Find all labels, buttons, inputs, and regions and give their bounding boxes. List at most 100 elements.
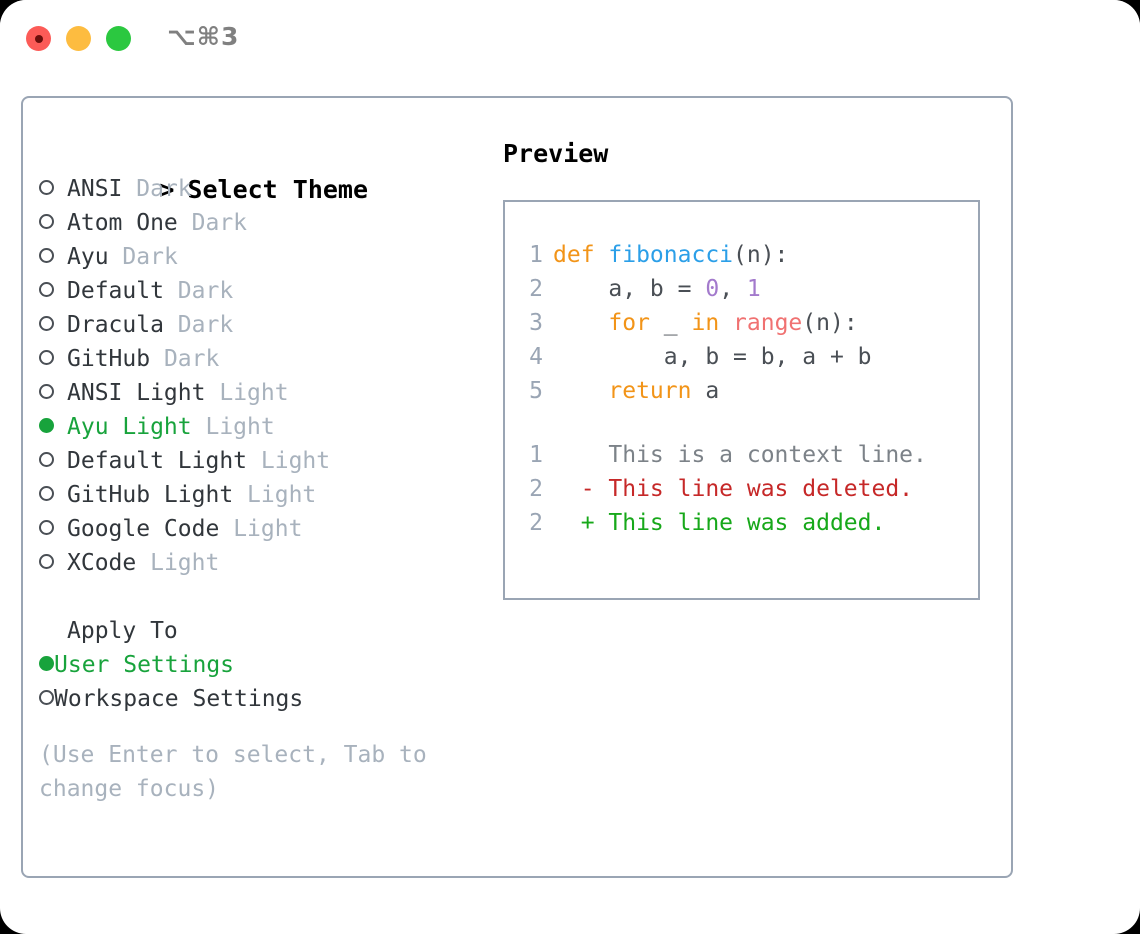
radio-unselected-icon — [39, 172, 67, 206]
code-token: a, b = — [553, 276, 706, 302]
theme-mode-label: Light — [205, 414, 275, 440]
theme-name-label: Dracula — [67, 312, 164, 338]
radio-unselected-icon — [39, 342, 67, 376]
theme-list-item[interactable]: Ayu Dark — [39, 240, 479, 274]
diff-sign: - — [553, 476, 609, 502]
radio-dot-icon — [39, 282, 54, 297]
radio-dot-icon — [39, 316, 54, 331]
theme-name-label: Default — [67, 278, 164, 304]
radio-unselected-icon — [39, 546, 67, 580]
theme-mode-label: Light — [247, 482, 317, 508]
theme-mode-label: Dark — [177, 278, 234, 304]
minimize-button-icon[interactable] — [66, 26, 91, 51]
code-line-number: 3 — [529, 310, 543, 336]
diff-line-number: 2 — [529, 510, 543, 536]
theme-name-label: GitHub — [67, 346, 151, 372]
theme-mode-label: Light — [233, 516, 303, 542]
radio-dot-icon — [39, 180, 54, 195]
code-line: 4 a, b = b, a + b — [517, 340, 972, 374]
code-token: def — [553, 242, 609, 268]
code-token: fibonacci — [608, 242, 734, 268]
radio-unselected-icon — [39, 376, 67, 410]
radio-selected-icon — [39, 410, 67, 444]
theme-mode-label: Light — [219, 380, 289, 406]
theme-mode-label: Dark — [163, 346, 220, 372]
theme-mode-label: Dark — [122, 244, 178, 270]
code-token: _ — [663, 310, 692, 336]
theme-list-item[interactable]: Google Code Light — [39, 512, 479, 546]
code-token: (n): — [733, 242, 789, 268]
theme-mode-label: Light — [260, 448, 331, 474]
theme-list-item[interactable]: Atom One Dark — [39, 206, 479, 240]
radio-unselected-icon — [39, 308, 67, 342]
theme-list-item[interactable]: ANSI Light Light — [39, 376, 479, 410]
theme-list-item[interactable]: Default Light Light — [39, 444, 479, 478]
apply-to-option-label: User Settings — [54, 652, 235, 678]
keyboard-hint-text: (Use Enter to select, Tab to change focu… — [39, 742, 441, 802]
radio-selected-icon — [39, 652, 54, 678]
radio-unselected-icon — [39, 444, 67, 478]
select-theme-heading: > Select Theme — [39, 136, 479, 204]
theme-name-label: Google Code — [67, 516, 220, 542]
apply-to-option[interactable]: User Settings — [39, 648, 479, 682]
radio-unselected-icon — [39, 512, 67, 546]
theme-list-item[interactable]: XCode Light — [39, 546, 479, 580]
code-token: return — [553, 378, 706, 404]
radio-dot-icon — [39, 350, 54, 365]
diff-text: This line was deleted. — [608, 476, 914, 502]
apply-to-option-label: Workspace Settings — [54, 686, 304, 712]
caret-prompt-icon: > — [159, 175, 175, 204]
theme-list-item[interactable]: Ayu Light Light — [39, 410, 479, 444]
diff-line: 1 This is a context line. — [517, 438, 972, 472]
code-token: , — [719, 276, 747, 302]
diff-text: This is a context line. — [608, 442, 927, 468]
theme-name-label: Default Light — [67, 448, 248, 474]
theme-name-label: ANSI Light — [67, 380, 206, 406]
code-token: 1 — [746, 276, 761, 302]
code-token: for — [553, 310, 664, 336]
radio-dot-icon — [39, 418, 54, 433]
code-line: 2 a, b = 0, 1 — [517, 272, 972, 306]
radio-dot-icon — [39, 520, 54, 535]
theme-mode-label: Light — [150, 550, 220, 576]
code-line: 5 return a — [517, 374, 972, 408]
apply-to-option[interactable]: Workspace Settings — [39, 682, 479, 716]
apply-to-heading: Apply To — [67, 618, 178, 644]
title-bar: ⌥⌘3 — [0, 0, 1140, 78]
code-token: a — [705, 378, 720, 404]
code-token: 0 — [705, 276, 720, 302]
theme-list-item[interactable]: GitHub Light Light — [39, 478, 479, 512]
radio-dot-icon — [39, 690, 54, 705]
theme-list-item[interactable]: ANSI Dark — [39, 172, 479, 206]
select-theme-heading-label: Select Theme — [187, 175, 369, 204]
theme-mode-label: Dark — [191, 210, 248, 236]
theme-list-item[interactable]: Dracula Dark — [39, 308, 479, 342]
radio-dot-icon — [39, 554, 54, 569]
theme-list-item[interactable]: GitHub Dark — [39, 342, 479, 376]
diff-text: This line was added. — [608, 510, 886, 536]
code-line-number: 2 — [529, 276, 543, 302]
zoom-button-icon[interactable] — [106, 26, 131, 51]
radio-dot-icon — [39, 486, 54, 501]
radio-unselected-icon — [39, 478, 67, 512]
radio-dot-icon — [39, 214, 54, 229]
theme-list-item[interactable]: Default Dark — [39, 274, 479, 308]
traffic-lights — [26, 26, 131, 51]
code-line-number: 4 — [529, 344, 543, 370]
code-token: a, b = b, a + b — [553, 344, 872, 370]
diff-sample: 1 This is a context line. 2 - This line w… — [517, 438, 972, 540]
diff-line-number: 2 — [529, 476, 543, 502]
theme-name-label: ANSI — [67, 176, 123, 202]
code-line-number: 5 — [529, 378, 543, 404]
code-line: 3 for _ in range(n): — [517, 306, 972, 340]
close-button-icon[interactable] — [26, 26, 51, 51]
radio-unselected-icon — [39, 686, 54, 712]
code-line-number: 1 — [529, 242, 543, 268]
